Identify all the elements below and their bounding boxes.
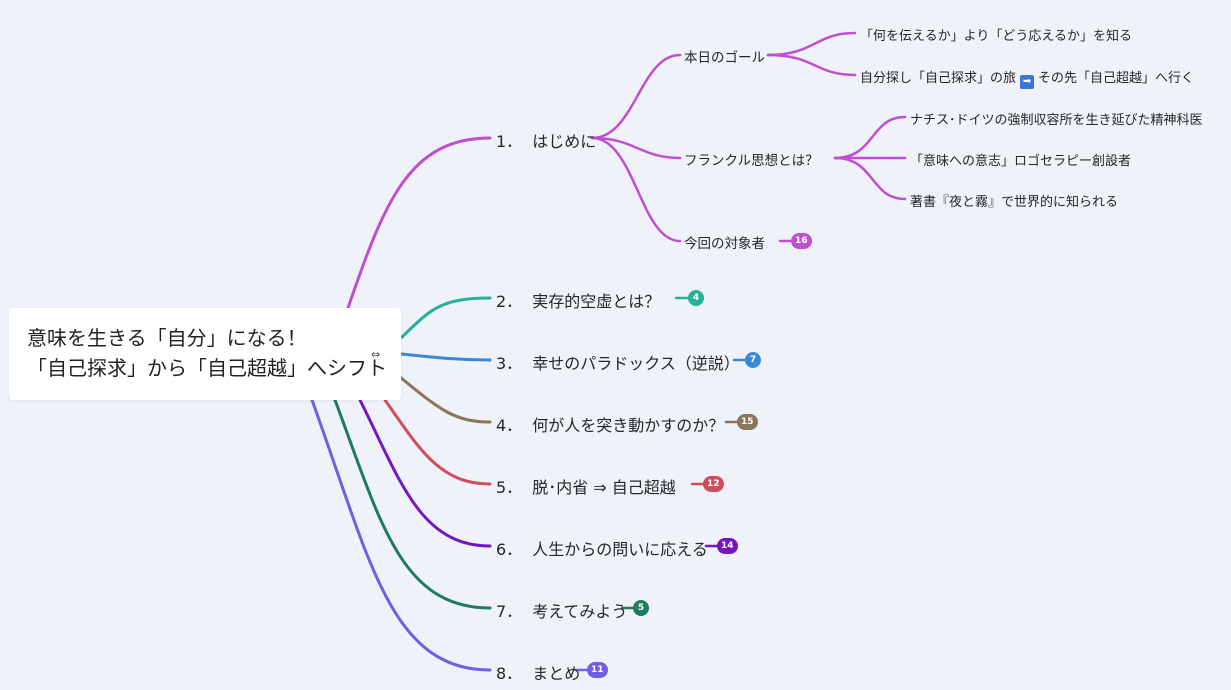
topic-number: 4．	[496, 416, 523, 435]
topic-label: 幸せのパラドックス（逆説）	[532, 354, 740, 373]
leaf-frankl-2[interactable]: 「意味への意志」ロゴセラピー創設者	[910, 154, 1132, 169]
link-topic-7	[333, 398, 492, 610]
link-topic-3	[400, 352, 492, 362]
topic-number: 2．	[496, 292, 523, 311]
link-topic-8	[310, 398, 492, 672]
leaf-goal-2[interactable]: 自分探し「自己探求」の旅➡その先「自己超越」へ行く	[860, 67, 1194, 89]
topic-8[interactable]: 8． まとめ	[496, 660, 580, 684]
topic-2[interactable]: 2． 実存的空虚とは？	[496, 288, 660, 312]
link-icon[interactable]: ⇔	[371, 348, 381, 361]
collapsed-count-badge[interactable]: 4	[688, 290, 704, 306]
link-leaf-frankl3	[833, 156, 907, 201]
leaf-text: その先「自己超越」へ行く	[1038, 71, 1195, 86]
topic-number: 8．	[496, 664, 523, 683]
collapsed-count-badge[interactable]: 11	[587, 662, 608, 678]
topic-5[interactable]: 5． 脱･内省 ⇒ 自己超越	[496, 474, 676, 498]
subtopic-frankl[interactable]: フランクル思想とは？	[684, 153, 819, 169]
link-leaf-goal1	[766, 31, 857, 57]
collapsed-count-badge[interactable]: 16	[791, 233, 812, 249]
central-topic-line-1: 意味を生きる「自分」になる！	[27, 326, 307, 350]
central-topic[interactable]: 意味を生きる「自分」になる！ 「自己探求」から「自己超越」へシフト ⇔	[9, 308, 401, 400]
link-sub-goal	[590, 53, 682, 140]
topic-label: 脱･内省 ⇒ 自己超越	[532, 478, 676, 497]
collapsed-count-badge[interactable]: 14	[717, 538, 738, 554]
collapsed-count-badge[interactable]: 15	[737, 414, 758, 430]
topic-label: 考えてみよう	[532, 602, 628, 621]
link-sub-target	[590, 136, 682, 243]
topic-number: 5．	[496, 478, 523, 497]
link-topic-5	[383, 398, 492, 486]
topic-1[interactable]: 1． はじめに	[496, 128, 596, 152]
topic-number: 6．	[496, 540, 523, 559]
leaf-frankl-3[interactable]: 著書『夜と霧』で世界的に知られる	[910, 195, 1119, 210]
subtopic-target[interactable]: 今回の対象者	[684, 236, 765, 252]
topic-number: 7．	[496, 602, 523, 621]
collapsed-count-badge[interactable]: 5	[633, 600, 649, 616]
link-leaf-goal2	[766, 53, 857, 77]
link-sub-frankl	[590, 136, 682, 160]
leaf-frankl-1[interactable]: ナチス･ドイツの強制収容所を生き延びた精神科医	[910, 113, 1203, 128]
link-leaf-frankl1	[833, 115, 907, 160]
leaf-goal-1[interactable]: 「何を伝えるか」より「どう応えるか」を知る	[860, 29, 1132, 44]
link-topic-6	[358, 398, 492, 548]
leaf-text: 自分探し「自己探求」の旅	[860, 71, 1017, 86]
topic-label: 人生からの問いに応える	[532, 540, 708, 559]
topic-6[interactable]: 6． 人生からの問いに応える	[496, 536, 708, 560]
topic-label: まとめ	[532, 664, 581, 683]
link-topic-4	[398, 375, 492, 424]
collapsed-count-badge[interactable]: 12	[703, 476, 724, 492]
subtopic-goal[interactable]: 本日のゴール	[684, 50, 765, 66]
collapsed-count-badge[interactable]: 7	[745, 352, 761, 368]
topic-number: 1．	[496, 132, 523, 151]
topic-label: はじめに	[532, 132, 597, 151]
link-topic-2	[400, 296, 492, 339]
topic-label: 何が人を突き動かすのか？	[532, 416, 725, 435]
topic-3[interactable]: 3． 幸せのパラドックス（逆説）	[496, 350, 740, 374]
topic-label: 実存的空虚とは？	[532, 292, 661, 311]
topic-number: 3．	[496, 354, 523, 373]
link-topic-1	[346, 136, 492, 310]
arrow-right-icon: ➡	[1020, 75, 1035, 89]
topic-4[interactable]: 4． 何が人を突き動かすのか？	[496, 412, 724, 436]
central-topic-line-2: 「自己探求」から「自己超越」へシフト	[27, 356, 387, 380]
topic-7[interactable]: 7． 考えてみよう	[496, 598, 627, 622]
